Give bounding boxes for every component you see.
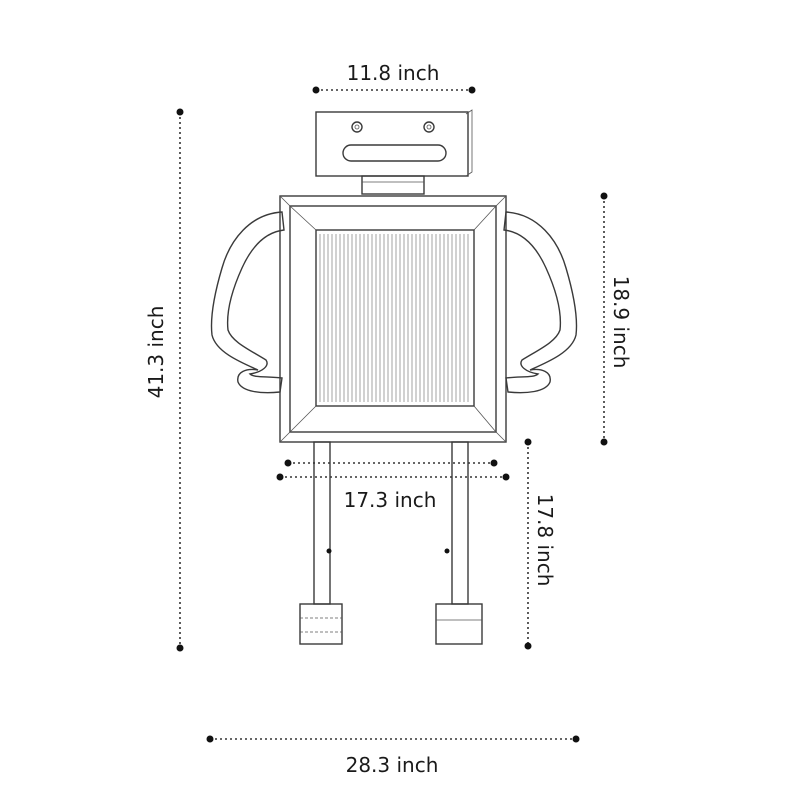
- dimension-leg-height: 17.8 inch: [524, 438, 557, 650]
- leg-marker-dot-right: [444, 548, 450, 554]
- robot-right-leg: [435, 441, 483, 645]
- dimension-head-width: 11.8 inch: [312, 61, 476, 94]
- dimension-total-height: 41.3 inch: [144, 108, 184, 652]
- dimension-body-height: 18.9 inch: [600, 192, 633, 446]
- label-leg-height: 17.8 inch: [533, 494, 557, 587]
- label-total-height: 41.3 inch: [144, 306, 168, 399]
- dimension-total-width: 28.3 inch: [206, 735, 580, 777]
- robot-grille-slats: [319, 234, 469, 402]
- robot-head: [315, 109, 473, 177]
- label-body-width: 17.3 inch: [344, 488, 437, 512]
- label-head-width: 11.8 inch: [347, 61, 440, 85]
- leg-marker-dot-left: [326, 548, 332, 554]
- robot-right-arm: [503, 211, 578, 394]
- label-total-width: 28.3 inch: [346, 753, 439, 777]
- robot-left-leg: [299, 441, 343, 645]
- robot-body-frame: [279, 195, 507, 443]
- robot-figure: [210, 109, 578, 645]
- robot-left-arm: [210, 211, 285, 394]
- label-body-height: 18.9 inch: [609, 276, 633, 369]
- dimension-body-width: 17.3 inch: [276, 459, 510, 512]
- robot-neck: [361, 175, 425, 195]
